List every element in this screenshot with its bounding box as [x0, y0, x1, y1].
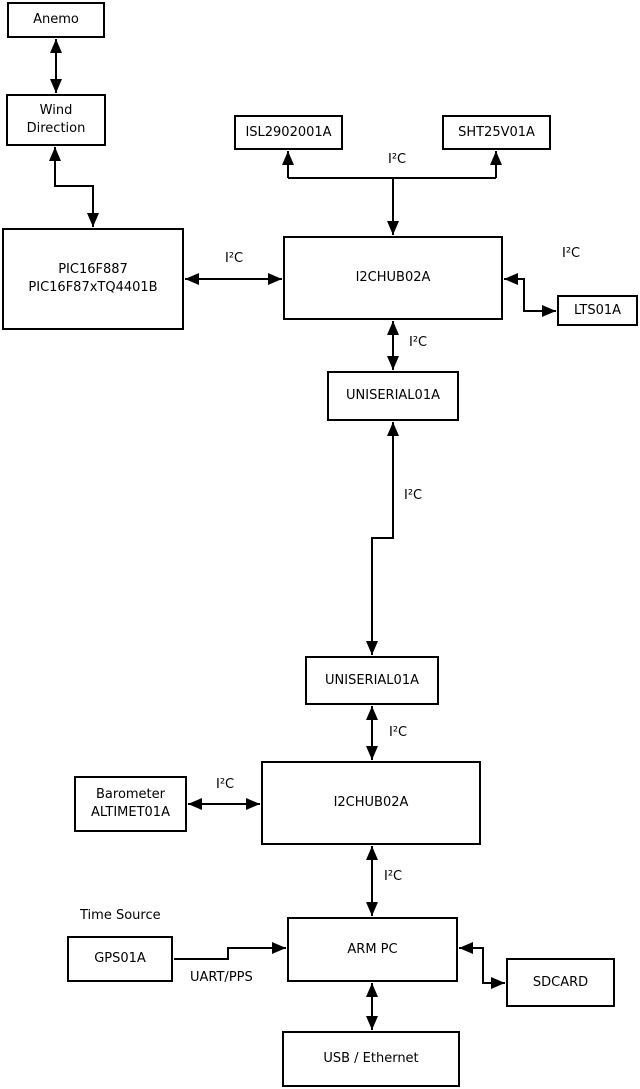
block-i2c-hub-bottom: I2CHUB02A [261, 761, 481, 845]
edge-label-i2c-barometer-hub2: I²C [216, 777, 235, 792]
block-arm-pc: ARM PC [287, 917, 458, 982]
edge-gps-armpc [174, 942, 286, 960]
block-gps: GPS01A [67, 936, 173, 982]
edge-uniserial1-uniserial2 [366, 422, 399, 655]
annotation-time-source: Time Source [80, 908, 161, 923]
block-uniserial-top: UNISERIAL01A [327, 371, 459, 421]
block-label: USB / Ethernet [323, 1051, 419, 1067]
block-label: I2CHUB02A [355, 270, 431, 286]
block-label: SDCARD [532, 974, 589, 990]
edge-label-i2c-uniserial-hub2: I²C [389, 725, 408, 740]
edge-label-i2c-hub2-armpc: I²C [384, 869, 403, 884]
block-label: UNISERIAL01A [325, 672, 419, 688]
block-label: UNISERIAL01A [346, 388, 440, 404]
block-sht-sensor: SHT25V01A [442, 115, 551, 150]
block-label: GPS01A [94, 951, 146, 967]
block-label-line2: ALTIMET01A [91, 805, 170, 820]
block-isl-sensor: ISL2902001A [234, 115, 343, 150]
block-i2c-hub-top: I2CHUB02A [283, 236, 503, 320]
edge-hub1-lts [504, 273, 556, 317]
block-barometer: Barometer ALTIMET01A [74, 776, 187, 832]
edge-label-uart-pps: UART/PPS [190, 970, 253, 985]
edge-hub1-isl-sht-bus [282, 151, 502, 235]
block-uniserial-bottom: UNISERIAL01A [305, 656, 439, 705]
block-label: ISL2902001A [245, 124, 332, 140]
block-usb-ethernet: USB / Ethernet [282, 1031, 460, 1087]
edge-wind-pic [49, 147, 99, 227]
edge-armpc-sdcard [459, 942, 505, 989]
block-label-line1: Barometer [96, 787, 165, 803]
block-label-line1: PIC16F887 [58, 262, 128, 278]
edge-label-i2c-hub-uniserial: I²C [409, 335, 428, 350]
block-pic-microcontroller: PIC16F887 PIC16F87xTQ4401B [2, 228, 184, 330]
block-label: Anemo [33, 12, 79, 28]
block-anemometer: Anemo [7, 2, 105, 38]
block-label-line2: PIC16F87xTQ4401B [28, 280, 158, 295]
block-label: LTS01A [573, 302, 622, 318]
block-label: SHT25V01A [458, 124, 535, 140]
edge-label-i2c-hub-lts: I²C [562, 246, 581, 261]
block-label-line1: Wind [39, 103, 73, 119]
block-sdcard: SDCARD [506, 958, 615, 1007]
block-label: ARM PC [347, 941, 398, 957]
block-lts-sensor: LTS01A [557, 295, 638, 326]
block-label: I2CHUB02A [333, 795, 409, 811]
edge-label-i2c-pic-hub: I²C [225, 251, 244, 266]
block-label-line2: Direction [26, 121, 86, 136]
edge-label-i2c-bus: I²C [388, 152, 407, 167]
block-wind-direction: Wind Direction [6, 94, 106, 146]
edge-label-i2c-uniserial-link: I²C [404, 488, 423, 503]
